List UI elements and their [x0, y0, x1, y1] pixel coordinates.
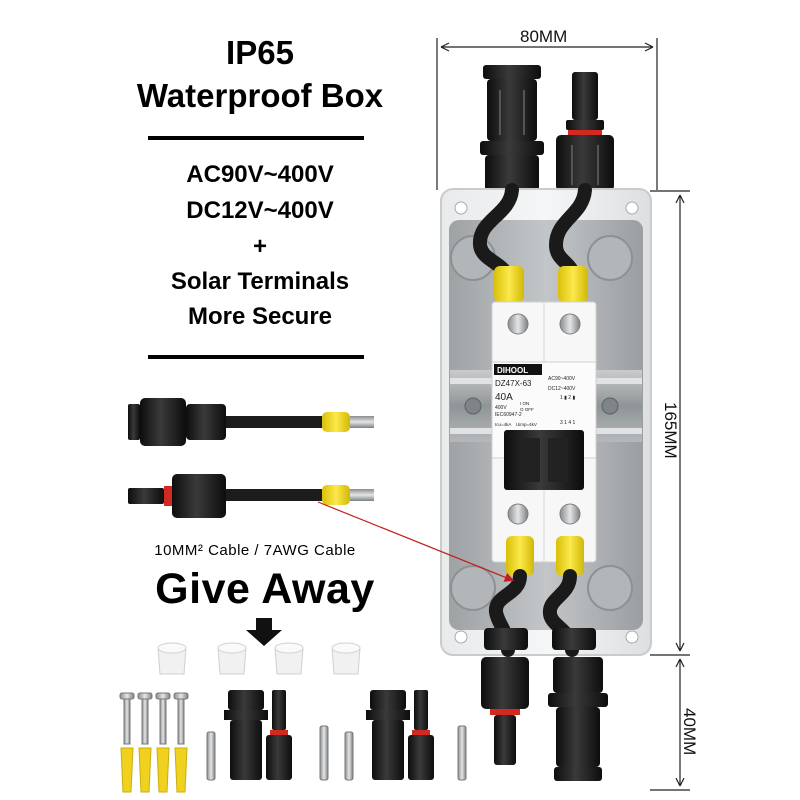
breaker-model: DZ47X-63: [495, 379, 532, 388]
bottom-right-mc4-connector: [548, 657, 608, 781]
ferrules-bottom: [506, 536, 584, 576]
dc-circuit-breaker: [491, 301, 597, 563]
bottom-left-mc4-connector: [481, 657, 529, 765]
spare-connector-pair-1: [224, 690, 292, 780]
cable-glands-bottom: [484, 628, 596, 650]
screws: [119, 692, 189, 745]
top-left-mc4-connector: [480, 65, 544, 191]
breaker-off: O OFF: [520, 407, 534, 412]
cable-with-male-connector: [128, 474, 374, 518]
top-right-mc4-connector: [556, 72, 614, 191]
cable-with-female-connector: [128, 398, 374, 446]
pointer-arrow: [317, 501, 515, 582]
connector-dimension-line: [650, 658, 690, 791]
metal-contact-pins: [206, 725, 467, 781]
breaker-standard: IEC60947-2: [495, 412, 522, 418]
rubber-plugs: [157, 642, 361, 675]
cable-label: 10MM² Cable / 7AWG Cable: [154, 542, 356, 559]
breaker-uimp: Uimp=4kV: [516, 422, 537, 427]
breaker-voltage: 400V: [495, 405, 507, 411]
bottom-divider: [148, 355, 364, 359]
breaker-rating: 40A: [495, 392, 513, 403]
arrow-down-icon: [246, 618, 282, 646]
breaker-terminals-top: 1 ▮ 2 ▮: [560, 395, 575, 401]
spec-ac: AC90V~400V: [186, 161, 334, 188]
breaker-ics: Icu=4kA: [495, 422, 511, 427]
ferrules-top: [494, 266, 588, 302]
breaker-on: I ON: [520, 401, 529, 406]
spec-dc: DC12V~400V: [186, 197, 334, 224]
heading-line-1: IP65: [226, 34, 294, 71]
spec-plus: +: [252, 233, 267, 260]
breaker-dc-range: DC12~400V: [548, 386, 576, 392]
heading-line-2: Waterproof Box: [136, 77, 384, 114]
wall-anchors: [120, 747, 188, 793]
top-divider: [148, 136, 364, 140]
spec-secure: More Secure: [187, 303, 333, 330]
breaker-brand: DIHOOL: [497, 366, 528, 375]
width-dimension-label: 80MM: [520, 27, 568, 46]
give-away-heading: Give Away: [155, 565, 375, 613]
breaker-ac-range: AC90~400V: [548, 376, 576, 382]
spec-solar: Solar Terminals: [170, 268, 350, 295]
width-dimension-line: [436, 38, 658, 190]
breaker-terminals-bottom: 3 1 4 1: [560, 420, 576, 426]
height-dimension-line: [650, 190, 690, 656]
spare-connector-pair-2: [366, 690, 434, 780]
